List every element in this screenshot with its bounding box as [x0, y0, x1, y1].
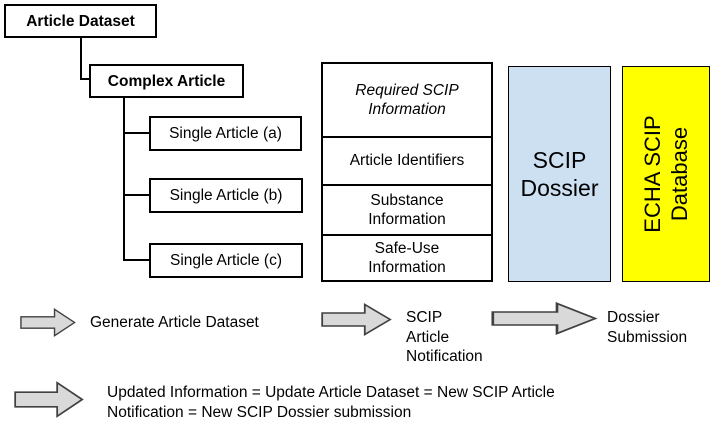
arrow-generate-dataset-icon [20, 308, 76, 337]
complex-article-label: Complex Article [107, 72, 226, 90]
generate-article-dataset-label: Generate Article Dataset [90, 314, 259, 331]
single-article-a-box: Single Article (a) [149, 116, 302, 151]
update-cycle-note: Updated Information = Update Article Dat… [107, 384, 555, 421]
scip-dossier-box: SCIP Dossier [508, 66, 611, 282]
single-article-c-box: Single Article (c) [149, 243, 303, 278]
scip-table-row-safe-use-information: Safe-Use Information [323, 234, 491, 280]
single-article-a-label: Single Article (a) [169, 125, 282, 142]
scip-table-header: Required SCIP Information [355, 81, 459, 119]
arrow-shape [491, 302, 598, 335]
arrow-shape [14, 381, 84, 418]
single-article-b-label: Single Article (b) [169, 187, 283, 204]
arrow-scip-notification-icon [321, 303, 392, 336]
single-article-c-label: Single Article (c) [170, 252, 282, 269]
single-article-b-box: Single Article (b) [149, 178, 303, 213]
arrow-update-cycle-icon [14, 381, 84, 418]
arrow-shape [321, 303, 392, 336]
echa-scip-database-label: ECHA SCIP Database [640, 115, 692, 233]
scip-table-row-article-identifiers: Article Identifiers [323, 136, 491, 184]
arrow-shape [20, 308, 76, 337]
scip-dossier-label: SCIP Dossier [520, 147, 599, 201]
arrow-dossier-submission-icon [491, 302, 598, 335]
connector-branch-c [125, 259, 149, 261]
scip-table-row-substance-information: Substance Information [323, 184, 491, 234]
connector-branch-a [125, 132, 149, 134]
required-scip-info-table: Required SCIP Information Article Identi… [321, 62, 493, 282]
article-dataset-label: Article Dataset [26, 12, 135, 30]
connector-trunk [123, 98, 125, 261]
connector-root-to-complex [80, 38, 90, 80]
connector-branch-b [125, 194, 149, 196]
scip-article-notification-label: SCIP Article Notification [406, 309, 483, 365]
echa-scip-database-box: ECHA SCIP Database [622, 66, 710, 282]
article-dataset-box: Article Dataset [4, 4, 157, 38]
complex-article-box: Complex Article [89, 64, 244, 98]
dossier-submission-label: Dossier Submission [607, 309, 688, 346]
